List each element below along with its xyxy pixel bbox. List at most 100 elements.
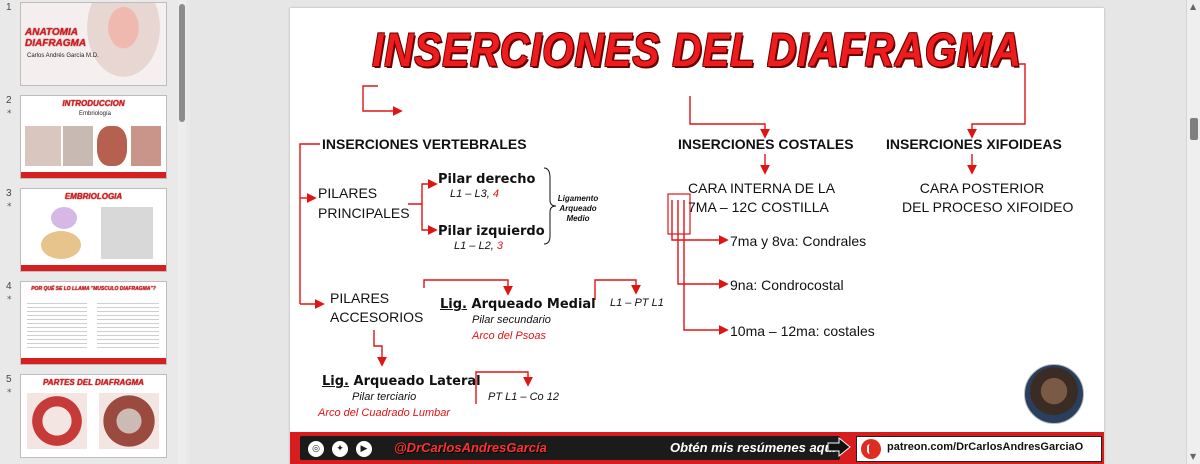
scroll-down-icon[interactable]: ▼ [1190, 452, 1197, 461]
thumbnail-title: PARTES DEL DIAFRAGMA [43, 378, 144, 387]
pilares-accesorios: PILARES ACCESORIOS [330, 289, 423, 327]
heading-vertebrales: INSERCIONES VERTEBRALES [322, 136, 527, 152]
lig-medial-range: L1 – PT L1 [610, 297, 664, 309]
lig-lateral-prefix: Lig. [322, 374, 349, 389]
slide-thumbnail-1[interactable]: ANATOMIA DIAFRAGMA Carlos Andrés García … [20, 2, 167, 86]
lig-lateral-name: Arqueado Lateral [348, 374, 481, 389]
slide-thumbnail-5[interactable]: PARTES DEL DIAFRAGMA [20, 374, 167, 458]
social-handle[interactable]: @DrCarlosAndresGarcía [394, 440, 547, 455]
thumbnail-star: * [7, 388, 12, 398]
pilar-derecho-range-text: L1 – L3, [450, 188, 490, 200]
thumbnail-star: * [7, 109, 12, 119]
patreon-url[interactable]: patreon.com/DrCarlosAndresGarciaO [887, 441, 1084, 453]
author-avatar [1024, 364, 1084, 424]
editor-scrollbar-thumb[interactable] [1190, 118, 1198, 140]
thumbnail-footer [21, 172, 166, 178]
slide-canvas[interactable]: INSERCIONES DEL DIAFRAGMA INSERCIONES VE… [290, 8, 1104, 464]
slide-thumbnail-3[interactable]: EMBRIOLOGIA [20, 188, 167, 272]
lig-arqueado-lateral: Lig. Arqueado Lateral [322, 374, 481, 389]
slide-title: INSERCIONES DEL DIAFRAGMA [372, 23, 1022, 76]
thumbnail-number: 3 [6, 188, 12, 199]
thumbnail-star: * [7, 295, 12, 305]
costal-item-1: 7ma y 8va: Condrales [730, 233, 867, 249]
lig-medial-name: Arqueado Medial [466, 297, 596, 312]
heading-xifoideas: INSERCIONES XIFOIDEAS [886, 136, 1062, 152]
slide-image [27, 393, 87, 449]
slide-image [41, 231, 81, 259]
slide-image [99, 393, 159, 449]
ligamento-line3: Medio [566, 214, 590, 223]
slide-image [81, 3, 166, 85]
slide-footer-bar: ◎ ✦ ▶ @DrCarlosAndresGarcía Obtén mis re… [290, 432, 1104, 464]
footer-social-strip: ◎ ✦ ▶ @DrCarlosAndresGarcía Obtén mis re… [300, 436, 840, 460]
slide-image [25, 126, 61, 166]
slide-image [131, 126, 161, 166]
slide-thumbnail-panel: 1 ANATOMIA DIAFRAGMA Carlos Andrés Garcí… [0, 0, 191, 464]
thumbnail-title: POR QUÉ SE LO LLAMA "MUSCULO DIAFRAGMA"? [31, 286, 156, 292]
lig-lateral-arco: Arco del Cuadrado Lumbar [318, 407, 451, 419]
connector-lines [299, 63, 1026, 404]
thumbnail-footer [21, 358, 166, 364]
scroll-up-icon[interactable]: ▲ [1190, 2, 1197, 11]
slide-thumbnail-4[interactable]: POR QUÉ SE LO LLAMA "MUSCULO DIAFRAGMA"? [20, 281, 167, 365]
pilar-izquierdo: Pilar izquierdo [438, 224, 545, 239]
lig-lateral-sub: Pilar terciario [352, 391, 417, 403]
arrow-right-icon [827, 436, 851, 458]
pilares-principales-line1: PILARES [318, 185, 378, 201]
thumbnail-number: 5 [6, 374, 12, 385]
thumbnail-subtitle: Embriología [79, 111, 112, 117]
thumbnail-title: ANATOMIA DIAFRAGMA [25, 27, 87, 49]
cara-posterior-line2: DEL PROCESO XIFOIDEO [902, 199, 1074, 215]
thumbnail-scrollbar[interactable] [178, 0, 186, 464]
pilares-accesorios-line1: PILARES [330, 290, 390, 306]
pilares-accesorios-line2: ACCESORIOS [330, 309, 424, 325]
costal-item-2: 9na: Condrocostal [730, 277, 844, 293]
pilar-izquierdo-range-text: L1 – L2, [454, 240, 494, 252]
costal-item-3: 10ma – 12ma: costales [730, 323, 875, 339]
pilares-principales: PILARES PRINCIPALES [318, 183, 410, 223]
slide-image [63, 126, 93, 166]
youtube-icon[interactable]: ▶ [356, 441, 372, 457]
cara-interna-line1: CARA INTERNA DE LA [688, 180, 836, 196]
patreon-link[interactable]: patreon.com/DrCarlosAndresGarciaO [856, 436, 1102, 462]
instagram-icon[interactable]: ◎ [308, 441, 324, 457]
footer-cta: Obtén mis resúmenes aquí [670, 440, 837, 455]
thumbnail-star: * [7, 202, 12, 212]
heading-costales: INSERCIONES COSTALES [678, 136, 854, 152]
thumbnail-title: INTRODUCCION [62, 99, 125, 108]
thumbnail-title: EMBRIOLOGIA [64, 192, 123, 201]
patreon-icon [861, 439, 881, 459]
thumbnail-number: 4 [6, 281, 12, 292]
slide-image [101, 207, 153, 259]
pilar-izquierdo-range: L1 – L2, 3 [454, 240, 503, 252]
thumbnail-footer [21, 265, 166, 271]
cara-posterior: CARA POSTERIOR DEL PROCESO XIFOIDEO [902, 179, 1074, 217]
slide-image [97, 126, 127, 166]
ligamento-line2: Arqueado [559, 204, 597, 213]
lig-lateral-range: PT L1 – Co 12 [488, 391, 559, 403]
slide-thumbnail-2[interactable]: INTRODUCCION Embriología [20, 95, 167, 179]
slide-text-block [27, 300, 87, 350]
twitter-icon[interactable]: ✦ [332, 441, 348, 457]
lig-arqueado-medial: Lig. Arqueado Medial [440, 297, 596, 312]
lig-medial-prefix: Lig. [440, 297, 467, 312]
cara-posterior-line1: CARA POSTERIOR [919, 180, 1045, 196]
cara-interna: CARA INTERNA DE LA 7MA – 12C COSTILLA [688, 179, 835, 217]
editor-scrollbar[interactable]: ▲ ▼ [1186, 0, 1200, 464]
thumbnail-number: 2 [6, 95, 12, 106]
ligamento-arqueado-medio: Ligamento Arqueado Medio [554, 194, 602, 224]
slide-text-block [97, 300, 159, 350]
pilar-izquierdo-num: 3 [496, 240, 503, 252]
pilar-derecho-range: L1 – L3, 4 [450, 188, 499, 200]
ligamento-line1: Ligamento [557, 194, 599, 203]
pilares-principales-line2: PRINCIPALES [318, 205, 410, 221]
pilar-derecho-num: 4 [492, 188, 499, 200]
slide-image [51, 207, 77, 229]
lig-medial-arco: Arco del Psoas [472, 330, 546, 342]
thumbnail-number: 1 [6, 2, 12, 13]
lig-medial-sub: Pilar secundario [472, 314, 551, 326]
thumbnail-subtitle: Carlos Andrés García M.D. [27, 53, 99, 59]
thumbnail-scrollbar-thumb[interactable] [179, 4, 185, 122]
pilar-derecho: Pilar derecho [438, 172, 536, 187]
